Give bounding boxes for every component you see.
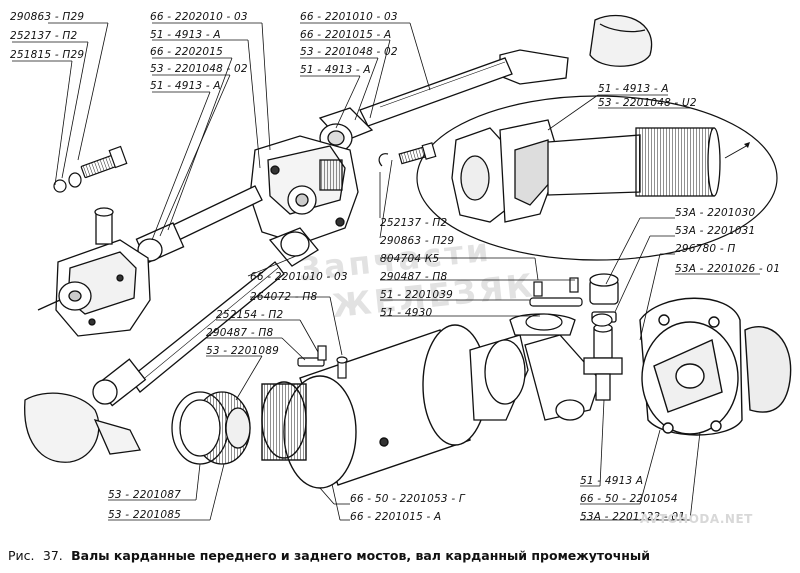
label-296780-p: 296780 - П bbox=[675, 243, 735, 255]
label-252137-p2: 252137 - П2 bbox=[10, 30, 77, 42]
label-53-2201085: 53 - 2201085 bbox=[108, 509, 181, 521]
label-51-4913-a-5: 51 - 4913 А bbox=[580, 475, 643, 487]
label-51-2201039: 51 - 2201039 bbox=[380, 289, 453, 301]
label-66-50-2201053-g: 66 - 50 - 2201053 - Г bbox=[350, 493, 466, 505]
seal-rings bbox=[171, 391, 251, 465]
label-53a-2201026-01: 53А - 2201026 - 01 bbox=[675, 263, 780, 275]
transfer-case bbox=[249, 135, 359, 245]
front-short-shaft bbox=[135, 185, 263, 264]
figure-caption-text: Валы карданные переднего и заднего мосто… bbox=[71, 548, 650, 563]
rear-long-shaft bbox=[92, 227, 319, 407]
label-252137-p2-2: 252137 - П2 bbox=[380, 217, 447, 229]
axle-housing bbox=[24, 392, 141, 463]
label-290863-p29-2: 290863 - П29 bbox=[380, 235, 454, 247]
label-66-2201010-03-1: 66 - 2201010 - 03 bbox=[300, 11, 398, 23]
label-264072-p8: 264072 - П8 bbox=[250, 291, 317, 303]
bolt-washer-set bbox=[53, 145, 128, 193]
label-804704-k5: 804704 К5 bbox=[380, 253, 439, 265]
spider-cross bbox=[583, 273, 623, 401]
label-51-4913-a-4: 51 - 4913 - А bbox=[598, 83, 669, 95]
label-53a-2201030: 53А - 2201030 bbox=[675, 207, 755, 219]
label-51-4913-a-3: 51 - 4913 - А bbox=[300, 64, 371, 76]
flange-yoke bbox=[639, 297, 792, 436]
detail-inset bbox=[416, 95, 778, 261]
label-66-2201015-a-2: 66 - 2201015 - А bbox=[350, 511, 441, 523]
label-66-2202010-03: 66 - 2202010 - 03 bbox=[150, 11, 248, 23]
splined-yoke bbox=[469, 313, 601, 421]
figure-caption: Рис. 37. Валы карданные переднего и задн… bbox=[8, 548, 792, 568]
label-51-4930: 51 - 4930 bbox=[380, 307, 432, 319]
gearbox-left bbox=[37, 207, 151, 337]
watermark-site: AVTOHODA.NET bbox=[640, 512, 753, 526]
label-66-50-2201054: 66 - 50 - 2201054 bbox=[580, 493, 678, 505]
upper-drive-shaft bbox=[318, 14, 653, 153]
label-51-4913-a-2: 51 - 4913 - А bbox=[150, 80, 221, 92]
label-290487-p8-2: 290487 - П8 bbox=[206, 327, 273, 339]
label-66-2201010-03-2: 66 - 2201010 - 03 bbox=[250, 271, 348, 283]
label-252154-p2: 252154 - П2 bbox=[216, 309, 283, 321]
figure-prefix: Рис. bbox=[8, 548, 35, 563]
figure-number: 37. bbox=[42, 548, 63, 563]
label-251815-p29: 251815 - П29 bbox=[10, 49, 84, 61]
label-66-2201015-a-1: 66 - 2201015 - А bbox=[300, 29, 391, 41]
watermark-text: Запчасти ЖЕЛЕЗЯК bbox=[296, 231, 537, 326]
small-fasteners bbox=[297, 277, 613, 379]
label-53-2201048-u2: 53 - 2201048 - U2 bbox=[598, 97, 697, 109]
label-290487-p8-1: 290487 - П8 bbox=[380, 271, 447, 283]
label-53-2201087: 53 - 2201087 bbox=[108, 489, 181, 501]
label-53-2201089: 53 - 2201089 bbox=[206, 345, 279, 357]
leader-lines bbox=[12, 22, 760, 521]
label-53-2201048-02-1: 53 - 2201048 - 02 bbox=[150, 63, 248, 75]
label-53a-2201122-01: 53А - 2201122 - 01 bbox=[580, 511, 685, 523]
label-290863-p29: 290863 - П29 bbox=[10, 11, 84, 23]
part-labels: 290863 - П29 252137 - П2 251815 - П29 66… bbox=[10, 11, 780, 523]
label-66-2202015: 66 - 2202015 bbox=[150, 46, 223, 58]
label-53-2201048-02-2: 53 - 2201048 - 02 bbox=[300, 46, 398, 58]
label-51-4913-a-1: 51 - 4913 - А bbox=[150, 29, 221, 41]
yoke-drum bbox=[261, 324, 488, 489]
label-53a-2201031: 53А - 2201031 bbox=[675, 225, 755, 237]
bolt-middle bbox=[378, 142, 437, 167]
